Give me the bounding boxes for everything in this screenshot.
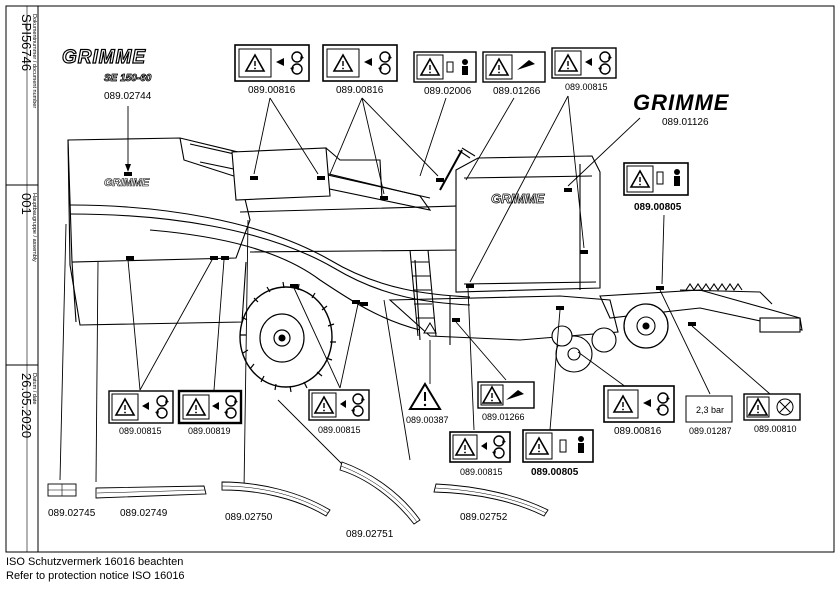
label-089-02749: 089.02749 xyxy=(120,508,168,519)
label-089-00805-bottom: 089.00805 xyxy=(531,467,579,478)
iso-notice-de: ISO Schutzvermerk 16016 beachten xyxy=(6,556,184,568)
decal-089-00387: 089.00387 xyxy=(406,382,449,425)
label-089-00816-br: 089.00816 xyxy=(614,426,662,437)
label-089-02745: 089.02745 xyxy=(48,508,96,519)
body-logo-rear: GRIMME xyxy=(491,191,545,206)
label-089-00815-bc: 089.00815 xyxy=(460,467,503,477)
leader-lines xyxy=(59,95,771,491)
brand-logo-text: GRIMME xyxy=(62,47,146,68)
label-089-01287: 089.01287 xyxy=(689,426,732,436)
label-089-00810: 089.00810 xyxy=(754,424,797,434)
label-089-00816-a: 089.00816 xyxy=(248,85,296,96)
grimme-logo-top-left: GRIMME SE 150-60 089.02744 xyxy=(61,46,152,102)
decal-089-01266-bottom: 089.01266 xyxy=(477,381,535,422)
decal-089-02006: 089.02006 xyxy=(413,51,477,97)
label-089-01126: 089.01126 xyxy=(662,117,709,128)
label-089-00816-b: 089.00816 xyxy=(336,85,384,96)
strip-089-02749: 089.02749 xyxy=(95,485,207,519)
label-089-02752: 089.02752 xyxy=(460,512,508,523)
decal-089-00816-b: 089.00816 xyxy=(322,44,398,96)
doc-number-label: Dokumentnummer / document number xyxy=(31,14,37,108)
decal-markers xyxy=(124,172,696,326)
decal-089-01287: 2,3 bar 089.01287 xyxy=(685,395,733,436)
label-089-00805-right: 089.00805 xyxy=(634,202,682,213)
label-089-01266-top: 089.01266 xyxy=(493,86,541,97)
label-089-02006: 089.02006 xyxy=(424,86,472,97)
label-089-01266-bottom: 089.01266 xyxy=(482,412,525,422)
label-089-00815-bm: 089.00815 xyxy=(318,425,361,435)
strip-089-02751: 089.02751 xyxy=(339,461,421,540)
decal-089-00805-right: 089.00805 xyxy=(623,162,689,213)
strip-089-02750: 089.02750 xyxy=(221,481,331,523)
decal-089-00819: 089.00819 xyxy=(177,389,243,436)
decal-089-00815-bm: 089.00815 xyxy=(308,389,370,435)
date-label: Datum / date xyxy=(31,373,37,405)
harvester-drawing xyxy=(67,137,803,393)
label-089-00387: 089.00387 xyxy=(406,415,449,425)
decal-089-01266: 089.01266 xyxy=(482,51,546,97)
decal-089-00815-top: 089.00815 xyxy=(551,47,617,92)
label-089-00819: 089.00819 xyxy=(188,426,231,436)
strip-089-02752: 089.02752 xyxy=(433,483,549,523)
strip-089-02745: 089.02745 xyxy=(47,483,96,519)
body-logo-front: GRIMME xyxy=(104,177,150,189)
label-089-00815-top: 089.00815 xyxy=(565,82,608,92)
brand-logo-large: GRIMME xyxy=(633,90,730,115)
date-value: 26.05.2020 xyxy=(19,373,34,438)
doc-number: SPI56746 xyxy=(19,14,34,71)
pressure-text: 2,3 bar xyxy=(696,405,724,415)
label-089-02744: 089.02744 xyxy=(104,91,152,102)
grimme-logo-top-right: GRIMME 089.01126 xyxy=(632,90,730,128)
decal-089-00816-a: 089.00816 xyxy=(234,44,310,96)
decal-089-00815-bc: 089.00815 xyxy=(449,431,511,477)
small-hazard-marker xyxy=(423,322,437,334)
label-089-00815-bl: 089.00815 xyxy=(119,426,162,436)
label-089-02750: 089.02750 xyxy=(225,512,273,523)
decal-089-00810: 089.00810 xyxy=(743,393,801,434)
decal-089-00816-br: 089.00816 xyxy=(603,385,675,437)
model-logo-text: SE 150-60 xyxy=(104,73,152,84)
assembly-number: 001 xyxy=(19,193,34,215)
decal-089-00815-bl: 089.00815 xyxy=(108,390,174,436)
assembly-label: Hauptbaugruppe / assembly xyxy=(31,193,37,262)
label-089-02751: 089.02751 xyxy=(346,529,394,540)
title-block: SPI56746 Dokumentnummer / document numbe… xyxy=(19,14,37,438)
iso-notice-en: Refer to protection notice ISO 16016 xyxy=(6,570,185,582)
decal-089-00805-bottom: 089.00805 xyxy=(522,429,594,478)
